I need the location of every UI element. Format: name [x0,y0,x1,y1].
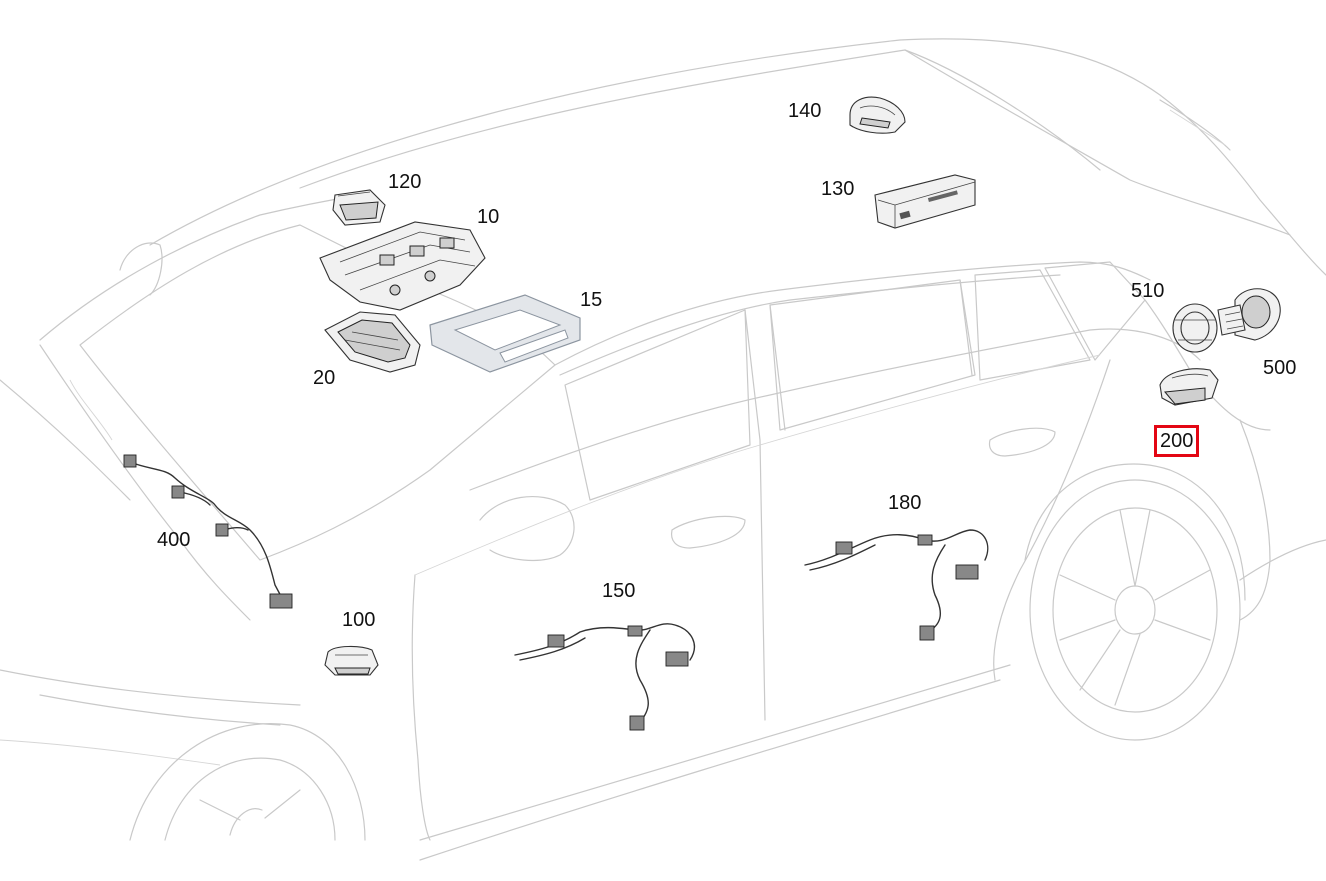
part-400-wiring-harness [123,454,293,609]
part-180-wiring-harness [804,529,989,641]
callout-20: 20 [313,367,336,389]
callout-15: 15 [580,289,603,311]
callout-500: 500 [1263,357,1297,379]
callout-150: 150 [602,580,636,602]
callout-510: 510 [1131,280,1165,302]
callout-130: 130 [821,178,855,200]
callout-400: 400 [157,529,191,551]
front-wheel [129,723,366,841]
part-130-control-unit [874,174,976,229]
part-500-socket [1217,288,1281,341]
part-200-lamp [1159,368,1219,406]
part-150-wiring-harness [514,623,695,731]
part-10-overhead-panel [319,221,486,311]
callout-200-highlighted: 200 [1154,425,1200,457]
part-100-lamp [324,645,379,676]
part-15-frame [429,294,581,373]
part-140-lamp [849,96,906,134]
callout-140: 140 [788,100,822,122]
callout-100: 100 [342,609,376,631]
callout-180: 180 [888,492,922,514]
part-20-cover [324,311,421,373]
callout-120: 120 [388,171,422,193]
callout-10: 10 [477,206,500,228]
car-body-outline [0,38,1326,861]
part-510-ring [1172,303,1218,353]
part-120-lamp [332,189,386,226]
rear-wheel [1024,463,1246,741]
